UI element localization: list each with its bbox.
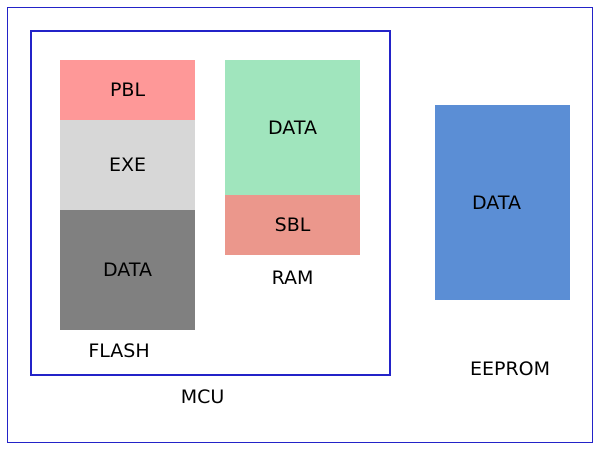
eeprom-data-block: DATA <box>435 105 570 300</box>
outer-frame <box>7 7 593 443</box>
flash-caption: FLASH <box>88 340 150 362</box>
flash-pbl-block: PBL <box>60 60 195 120</box>
flash-pbl-label: PBL <box>109 79 146 101</box>
ram-caption: RAM <box>271 267 314 289</box>
eeprom-data-label: DATA <box>472 191 521 214</box>
ram-sbl-label: SBL <box>274 214 311 236</box>
flash-data-block: DATA <box>60 210 195 330</box>
eeprom-caption: EEPROM <box>469 358 551 380</box>
flash-exe-label: EXE <box>108 154 147 176</box>
ram-data-block: DATA <box>225 60 360 195</box>
ram-sbl-block: SBL <box>225 195 360 255</box>
flash-exe-block: EXE <box>60 120 195 210</box>
flash-data-label: DATA <box>103 259 152 281</box>
mcu-caption: MCU <box>180 386 225 408</box>
ram-data-label: DATA <box>268 116 317 139</box>
mcu-frame <box>30 30 391 376</box>
